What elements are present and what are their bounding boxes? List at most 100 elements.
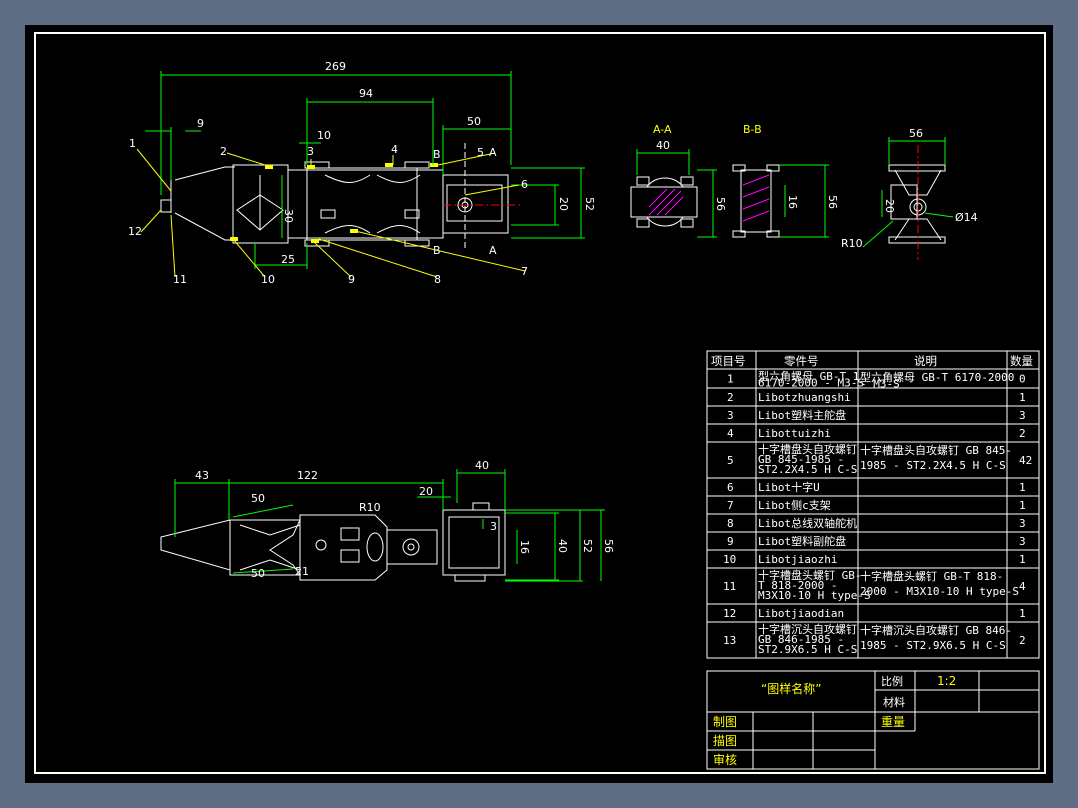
bom-header-1: 零件号 [784,354,819,368]
bom-row-8-part-0: Libot塑料副舵盘 [758,534,846,548]
dim-10: 10 [317,129,331,142]
balloon-3: 3 [307,145,314,158]
bom-row-5-qty: 1 [1019,481,1026,494]
bom-row-12-qty: 2 [1019,634,1026,647]
bom-row-12-part-2: ST2.9X6.5 H C-S [758,643,857,656]
bom-row-0-desc-1: - M3-S [860,378,900,391]
bom-row-10-part-1: T 818-2000 - [758,579,837,592]
section-bb-label: B-B [743,123,762,136]
bom-header-3: 数量 [1010,354,1033,368]
section-mark-a-bottom: A [489,244,497,257]
bom-row-0-part-1: 6170-2000 - M3-S [758,377,864,390]
bom-row-3-qty: 2 [1019,427,1026,440]
bom-row-8-no: 9 [727,535,734,548]
balloon-11: 11 [173,273,187,286]
section-mark-b-bottom: B [433,244,441,257]
bom-header-2: 说明 [914,354,937,368]
drawing-sheet: 269 94 9 10 50 30 25 20 52 1 2 3 4 5 6 [25,25,1053,783]
dim-bb-56: 56 [826,195,839,209]
bom-row-3-part-0: Libottuizhi [758,427,831,440]
bottom-view: 43 122 50 R10 20 40 50 21 3 16 40 52 56 [160,459,615,582]
bom-row-10-desc-0: 十字槽盘头螺钉 GB-T 818- [860,569,1003,583]
bom-row-12-desc-1: 1985 - ST2.9X6.5 H C-S [860,639,1006,652]
balloon-10: 10 [261,273,275,286]
dim-40-vert: 40 [556,539,569,553]
bom-row-12-no: 13 [723,634,736,647]
title-block [706,670,1040,770]
dim-50-upper: 50 [251,492,265,505]
dim-bb-16: 16 [786,195,799,209]
dim-r10: R10 [841,237,863,250]
dim-122: 122 [297,469,318,482]
bom-row-10-part-0: 十字槽盘头螺钉 GB- [758,568,862,582]
bom-row-6-qty: 1 [1019,499,1026,512]
top-view: 269 94 9 10 50 30 25 20 52 1 2 3 4 5 6 [128,60,596,286]
dim-43: 43 [195,469,209,482]
dim-side-56: 56 [909,127,923,140]
bom-row-4-part-0: 十字槽盘头自攻螺钉 [758,442,857,456]
bom-row-2-qty: 3 [1019,409,1026,422]
bom-row-4-qty: 42 [1019,454,1032,467]
dim-aa-40: 40 [656,139,670,152]
balloon-12: 12 [128,225,142,238]
bom-row-1-part-0: Libotzhuangshi [758,391,851,404]
dim-r10-bottom: R10 [359,501,381,514]
sheet-border [34,32,1046,774]
made-by-label: 制图 [713,715,737,729]
dim-20-bottom: 20 [419,485,433,498]
weight-label: 重量 [881,715,905,729]
bom-row-0-part-0: 型六角螺母 GB-T 1 [758,369,859,383]
dim-16: 16 [518,540,531,554]
checked-by-label: 审核 [713,752,737,767]
dim-aa-56: 56 [714,197,727,211]
balloon-7: 7 [521,265,528,278]
dim-9: 9 [197,117,204,130]
dim-56-vert: 56 [602,539,615,553]
bom-row-5-part-0: Libot十字U [758,480,820,494]
bom-row-7-part-0: Libot总线双轴舵机 [758,516,857,530]
bom-row-11-qty: 1 [1019,607,1026,620]
dim-40-top: 40 [475,459,489,472]
dim-side-20: 20 [883,199,896,213]
bom-row-9-part-0: Libotjiaozhi [758,553,837,566]
balloon-6: 6 [521,178,528,191]
bom-row-9-no: 10 [723,553,736,566]
bom-row-4-no: 5 [727,454,734,467]
bom-header-0: 项目号 [711,354,746,368]
cad-drawing: 269 94 9 10 50 30 25 20 52 1 2 3 4 5 6 [34,32,1046,774]
dim-50-lower: 50 [251,567,265,580]
dim-3: 3 [490,520,497,533]
bom-row-5-no: 6 [727,481,734,494]
bom-row-9-qty: 1 [1019,553,1026,566]
balloon-9: 9 [348,273,355,286]
bom-row-11-no: 12 [723,607,736,620]
bom-row-2-part-0: Libot塑料主舵盘 [758,408,846,422]
balloon-2: 2 [220,145,227,158]
dim-21: 21 [295,565,309,578]
section-aa-label: A-A [653,123,672,136]
dim-20: 20 [557,197,570,211]
traced-by-label: 描图 [713,734,737,748]
dim-52: 52 [583,197,596,211]
dim-269: 269 [325,60,346,73]
bom-row-4-desc-0: 十字槽盘头自攻螺钉 GB 845- [860,443,1012,457]
section-mark-a-top: A [489,146,497,159]
dim-25: 25 [281,253,295,266]
dim-30: 30 [282,209,295,223]
bom-row-6-no: 7 [727,499,734,512]
bom-row-12-part-1: GB 846-1985 - [758,633,844,646]
dim-94: 94 [359,87,373,100]
dim-dia14: Ø14 [955,211,978,224]
bom-row-7-qty: 3 [1019,517,1026,530]
bom-row-10-qty: 4 [1019,580,1026,593]
bom-row-7-no: 8 [727,517,734,530]
bom-row-1-no: 2 [727,391,734,404]
bom-row-1-qty: 1 [1019,391,1026,404]
bom-row-6-part-0: Libot侧c支架 [758,499,831,512]
bom-row-8-qty: 3 [1019,535,1026,548]
balloon-5: 5 [477,146,484,159]
bom-row-10-no: 11 [723,580,736,593]
bom-row-10-desc-1: 2000 - M3X10-10 H type-S [860,585,1019,598]
dim-52-vert: 52 [581,539,594,553]
